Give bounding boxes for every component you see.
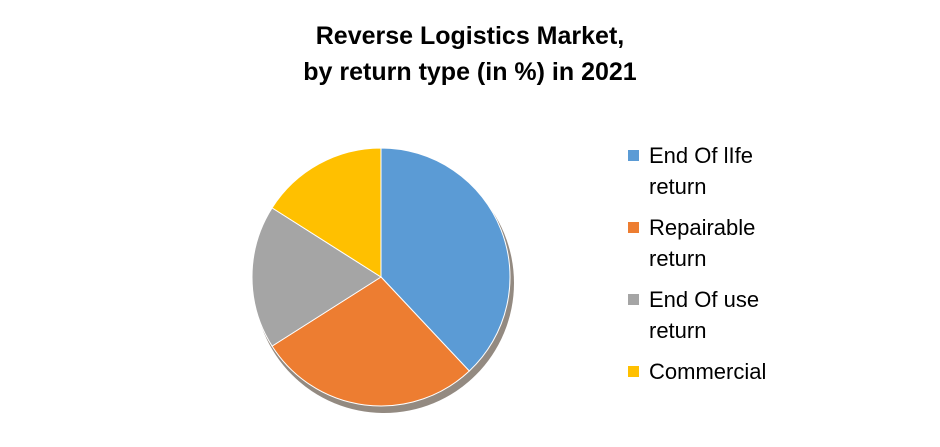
- legend-swatch: [628, 366, 639, 377]
- pie-slice-end-of-life-return: [380, 147, 511, 372]
- pie-slices: [251, 147, 511, 407]
- legend-item-commercial: Commercial: [628, 356, 928, 387]
- legend-label: Repairable return: [649, 215, 756, 271]
- legend-item-end-of-use: End Of use return: [628, 284, 928, 346]
- pie-slice-end-of-use-return: [251, 207, 382, 347]
- legend-swatch: [628, 150, 639, 161]
- pie-slice-repairable-return: [271, 276, 471, 407]
- legend: End Of lIfe return Repairable return End…: [628, 140, 928, 397]
- legend-label: Commercial: [649, 359, 767, 384]
- legend-item-end-of-life: End Of lIfe return: [628, 140, 928, 202]
- legend-label: End Of lIfe return: [649, 143, 753, 199]
- legend-swatch: [628, 222, 639, 233]
- legend-label: End Of use return: [649, 287, 760, 343]
- chart-title-line-1: Reverse Logistics Market,: [315, 22, 625, 50]
- legend-swatch: [628, 294, 639, 305]
- chart-title-line-2: by return type (in %) in 2021: [303, 58, 637, 86]
- legend-item-repairable: Repairable return: [628, 212, 928, 274]
- pie-slice-commercial: [271, 147, 382, 278]
- chart-title: Reverse Logistics Market, by return type…: [0, 18, 940, 90]
